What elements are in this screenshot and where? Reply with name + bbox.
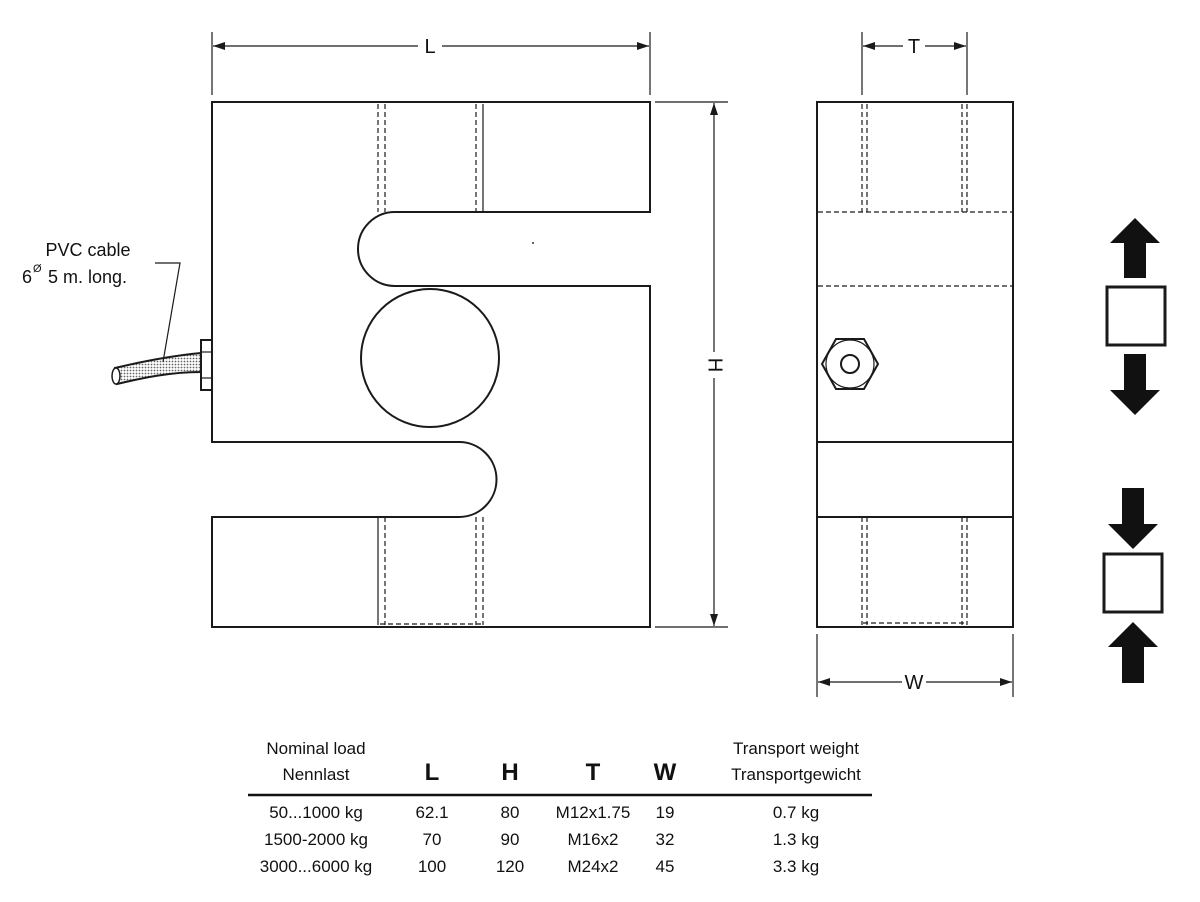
cable-gland	[200, 339, 213, 391]
arrow-down-icon	[1108, 488, 1158, 549]
table-row: 1500-2000 kg 70 90 M16x2 32 1.3 kg	[264, 830, 819, 849]
cell-load: 3000...6000 kg	[260, 857, 372, 876]
pvc-cable	[113, 351, 202, 386]
diameter-symbol: Ø	[33, 263, 42, 275]
dimension-L: L	[211, 32, 651, 95]
dimension-T-label: T	[908, 36, 920, 58]
table-row: 3000...6000 kg 100 120 M24x2 45 3.3 kg	[260, 857, 819, 876]
front-view: PVC cable 6 Ø 5 m. long. L H	[22, 32, 728, 628]
dimension-H-label: H	[704, 358, 726, 372]
side-view: T W	[816, 32, 1014, 697]
cell-load: 50...1000 kg	[269, 803, 363, 822]
cell-weight: 1.3 kg	[773, 830, 819, 849]
header-H: H	[501, 759, 518, 786]
hex-nut-icon	[820, 338, 880, 390]
cell-weight: 0.7 kg	[773, 803, 819, 822]
cell-T: M24x2	[567, 857, 618, 876]
spec-table: Nominal load Nennlast L H T W Transport …	[248, 739, 872, 876]
cable-leader-line	[155, 262, 181, 363]
s-beam-outline	[211, 101, 651, 628]
cell-T: M12x1.75	[556, 803, 631, 822]
cell-load: 1500-2000 kg	[264, 830, 368, 849]
cell-T: M16x2	[567, 830, 618, 849]
compression-symbol	[1102, 488, 1164, 683]
arrow-down-icon	[1110, 354, 1160, 415]
dimension-T: T	[861, 32, 968, 95]
side-outline	[816, 101, 1014, 628]
arrow-up-icon	[1110, 218, 1160, 278]
bottom-thread-hidden-lines	[377, 517, 484, 625]
table-row: 50...1000 kg 62.1 80 M12x1.75 19 0.7 kg	[269, 803, 819, 822]
cell-W: 19	[656, 803, 675, 822]
cell-H: 80	[501, 803, 520, 822]
dimension-W: W	[816, 634, 1014, 697]
cell-W: 45	[656, 857, 675, 876]
cell-L: 62.1	[415, 803, 448, 822]
top-thread-hidden-lines	[377, 104, 484, 212]
header-W: W	[654, 759, 677, 786]
arrow-up-icon	[1108, 622, 1158, 683]
cell-H: 120	[496, 857, 524, 876]
cable-label-length: 5 m. long.	[48, 267, 127, 287]
header-nennlast: Nennlast	[282, 765, 349, 784]
cell-W: 32	[656, 830, 675, 849]
strain-gauge-bore	[360, 288, 500, 428]
header-L: L	[425, 759, 440, 786]
load-cell-square	[1102, 552, 1164, 614]
header-T: T	[586, 759, 601, 786]
cable-label-diameter: 6	[22, 267, 32, 287]
cell-L: 100	[418, 857, 446, 876]
dimension-W-label: W	[905, 672, 924, 694]
tension-symbol	[1105, 218, 1167, 415]
dimension-H: H	[655, 101, 728, 628]
cell-H: 90	[501, 830, 520, 849]
cell-weight: 3.3 kg	[773, 857, 819, 876]
header-nominal-load: Nominal load	[266, 739, 365, 758]
header-transportgewicht: Transportgewicht	[731, 765, 861, 784]
dimension-L-label: L	[424, 36, 435, 58]
cell-L: 70	[423, 830, 442, 849]
header-transport-weight: Transport weight	[733, 739, 859, 758]
cable-label-line1: PVC cable	[45, 240, 130, 260]
load-cell-square	[1105, 285, 1167, 347]
